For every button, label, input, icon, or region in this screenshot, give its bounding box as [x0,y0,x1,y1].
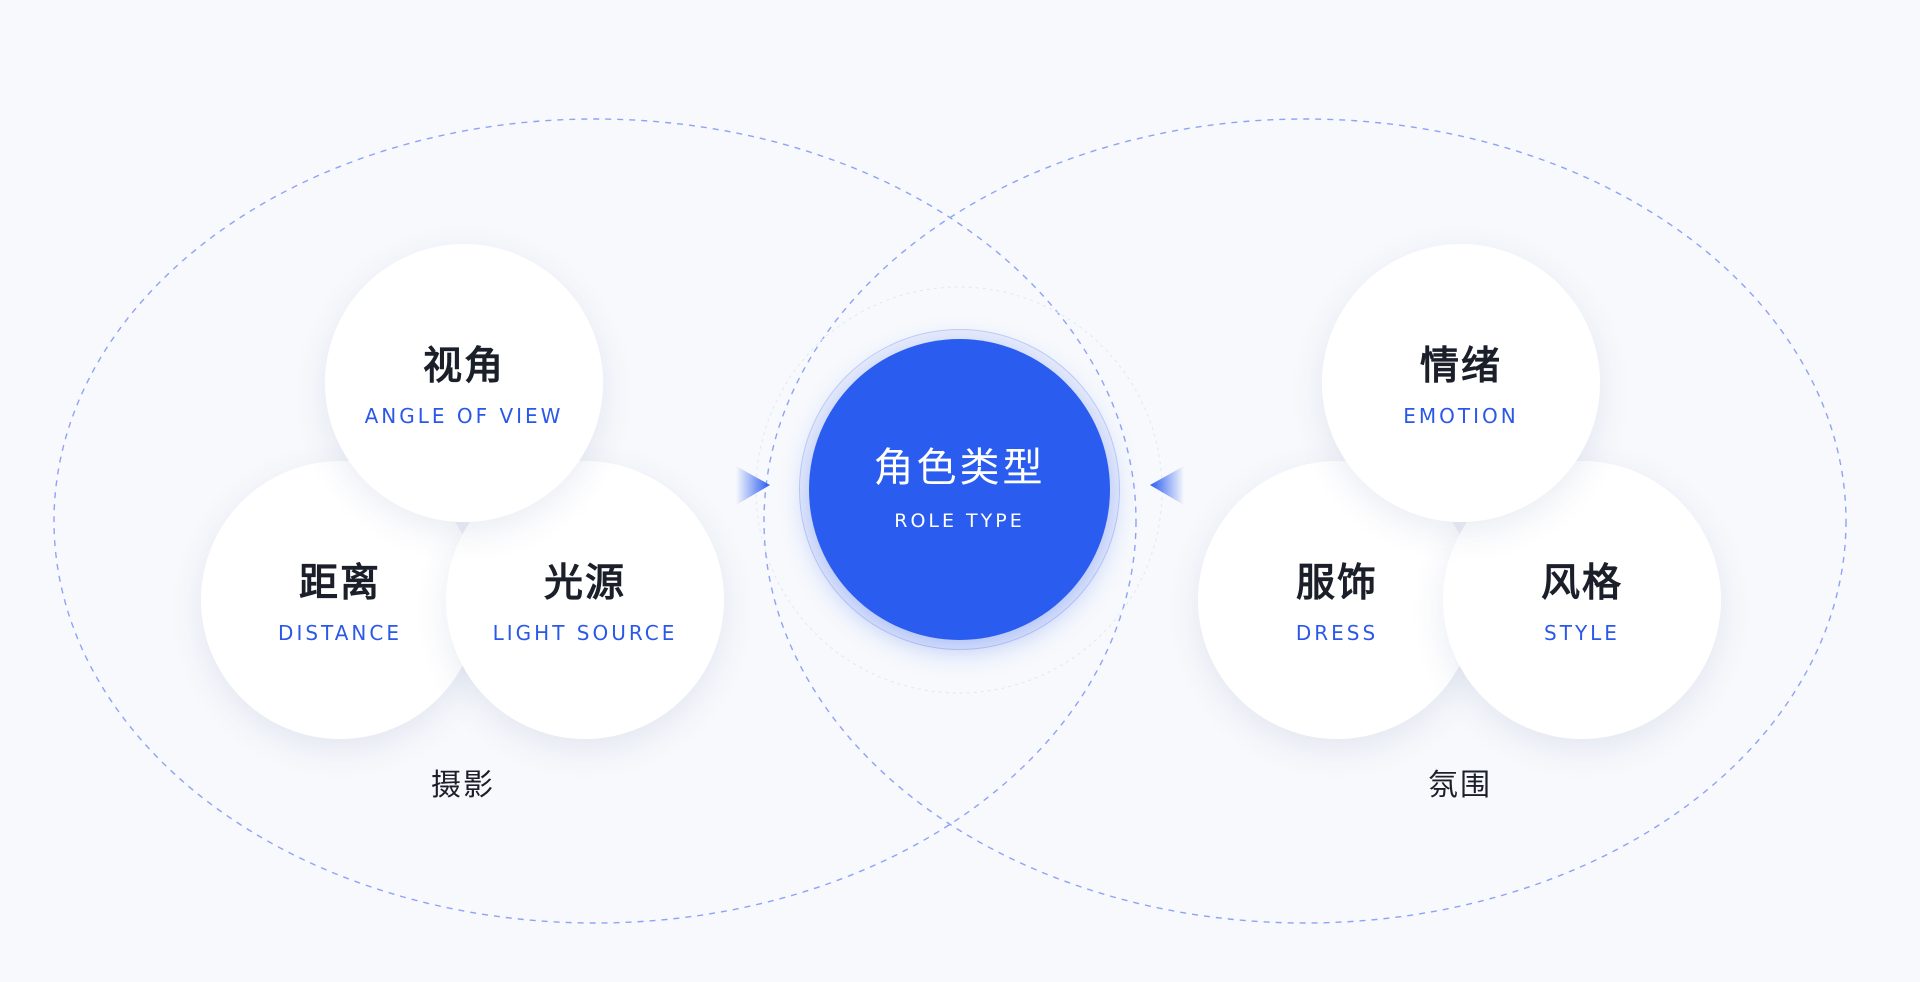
bubble-subtitle: STYLE [1544,620,1620,645]
group-label-photography: 摄影 [431,768,495,803]
bubble-title: 服饰 [1295,560,1378,606]
bubble-title: 情绪 [1419,343,1502,389]
center-title: 角色类型 [873,445,1046,491]
group-label-atmosphere: 氛围 [1428,768,1492,803]
bubble-title: 风格 [1540,560,1623,606]
bubble-subtitle: EMOTION [1403,403,1519,428]
bubble-subtitle: LIGHT SOURCE [492,620,678,645]
center-node-role-type: 角色类型 ROLE TYPE [809,339,1110,640]
bubble-title: 光源 [543,560,626,606]
right-arrow-icon [1150,466,1184,505]
bubble-emotion: 情绪 EMOTION [1322,244,1600,522]
bubble-angle-of-view: 视角 ANGLE OF VIEW [325,244,603,522]
bubble-subtitle: DISTANCE [278,620,402,645]
right-group-outline [763,118,1847,924]
bubble-subtitle: ANGLE OF VIEW [364,403,564,428]
bubble-distance: 距离 DISTANCE [201,461,479,739]
bubble-subtitle: DRESS [1295,620,1379,645]
left-arrow-icon [736,466,770,505]
left-group-outline [53,118,1137,924]
bubble-title: 视角 [422,343,505,389]
bubble-title: 距离 [298,560,381,606]
center-subtitle: ROLE TYPE [894,510,1025,532]
